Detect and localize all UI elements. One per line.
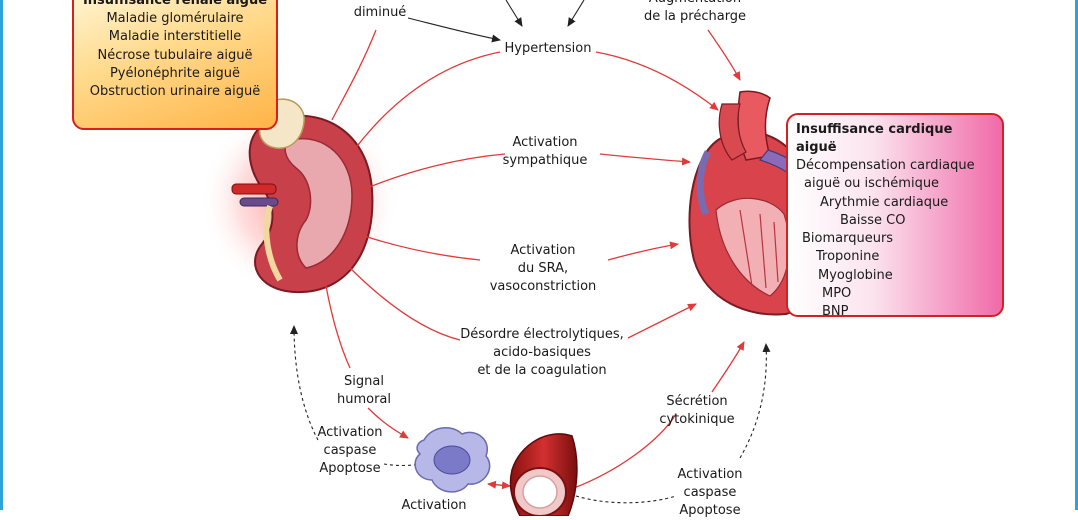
arrow-hypertension-heart <box>595 51 719 111</box>
cardiac-item: Baisse CO <box>840 212 906 228</box>
renal-item: Nécrose tubulaire aiguë <box>97 47 253 63</box>
arrow-kidney-signal <box>325 285 351 369</box>
arrow-sympathique-heart <box>599 153 691 166</box>
label-secretion-line1: Sécrétion <box>666 394 728 409</box>
renal-item: Maladie glomérulaire <box>106 11 244 26</box>
label-caspase-left-line3: Apoptose <box>319 461 381 476</box>
arrow-vessel-secretion <box>573 413 677 489</box>
arrow-kidney-desordre <box>347 265 461 341</box>
renal-item: Obstruction urinaire aiguë <box>89 84 261 100</box>
kidney-cortex <box>284 137 353 269</box>
cardiac-item: Myoglobine <box>818 267 893 283</box>
dashed-arrow-right-up <box>739 343 771 459</box>
blood-vessel <box>509 433 578 516</box>
label-desordre-line1: Désordre électrolytiques, <box>460 327 624 342</box>
label-caspase-left-line2: caspase <box>323 443 377 458</box>
label-sra-line2: du SRA, <box>517 261 569 276</box>
immune-cell <box>414 427 491 493</box>
label-sympathique-line2: sympathique <box>502 153 588 168</box>
dashed-vessel-caspase <box>575 495 677 504</box>
label-augmentation: Augmentation de la précharge <box>630 0 760 26</box>
papillary-muscles <box>739 209 779 289</box>
label-sra-line1: Activation <box>510 243 576 258</box>
dashed-arrow-left-up <box>290 325 319 441</box>
cardiac-failure-box: Insuffisance cardique aiguë Décompensati… <box>786 113 1004 319</box>
label-sympathique-line1: Activation <box>512 135 578 150</box>
label-augmentation-line2: de la précharge <box>643 9 747 24</box>
arrow-precharge-heart <box>707 29 741 81</box>
cardiac-item: Troponine <box>816 249 880 265</box>
arrow-kidney-sra <box>357 233 481 261</box>
arrow-vessel-cell <box>487 480 511 489</box>
label-signal: Signal humoral <box>326 373 402 409</box>
cell-nucleus <box>433 445 471 475</box>
arrow-top-left-hypertension <box>505 0 523 27</box>
label-augmentation-line1: Augmentation <box>630 0 760 8</box>
label-caspase-right-line2: caspase <box>683 485 737 500</box>
ureter <box>263 205 283 282</box>
arrow-secretion-heart <box>711 341 745 393</box>
renal-item: Pyélonéphrite aiguë <box>109 65 241 81</box>
label-desordre-line2: acido-basiques <box>493 345 591 360</box>
arrow-signal-cell <box>367 407 409 439</box>
label-hypertension: Hypertension <box>504 41 592 56</box>
label-secretion: Sécrétion cytokinique <box>652 393 742 429</box>
arrow-kidney-hypertension <box>353 51 501 151</box>
renal-artery <box>231 183 277 195</box>
renal-box-title: Insuffisance rénale aiguë <box>82 0 268 8</box>
label-sra: Activation du SRA, vasoconstriction <box>478 242 608 296</box>
vessel-lumen <box>522 475 558 509</box>
label-caspase-right-line1: Activation <box>677 467 743 482</box>
label-desordre-line3: et de la coagulation <box>477 363 607 378</box>
cardiac-item: BNP <box>822 304 849 320</box>
arrow-sra-heart <box>607 241 679 261</box>
label-caspase-right: Activation caspase Apoptose <box>670 466 750 520</box>
arrow-kidney-sympathique <box>361 153 506 191</box>
label-caspase-right-line3: Apoptose <box>679 503 741 518</box>
superior-vena-cava <box>718 103 747 161</box>
label-activation-bottom: Activation <box>401 498 467 513</box>
label-secretion-line2: cytokinique <box>659 412 735 427</box>
label-signal-line2: humoral <box>336 392 392 407</box>
cardiac-item: Arythmie cardiaque <box>820 194 949 210</box>
label-diminue: diminué <box>353 5 407 20</box>
cardiac-item: MPO <box>822 286 852 302</box>
arrow-diminue-hypertension <box>407 17 501 43</box>
label-sra-line3: vasoconstriction <box>489 279 597 294</box>
label-sympathique: Activation sympathique <box>490 134 600 170</box>
left-atrium <box>696 150 712 216</box>
renal-vein <box>239 197 279 207</box>
arrow-diminue <box>331 29 377 121</box>
label-caspase-left: Activation caspase Apoptose <box>310 424 390 478</box>
cardiac-box-title: Insuffisance cardique aiguë <box>796 122 953 155</box>
label-desordre: Désordre électrolytiques, acido-basiques… <box>452 326 632 380</box>
renal-failure-box: Insuffisance rénale aiguë Maladie glomér… <box>72 0 278 130</box>
cardiac-item: aiguë ou ischémique <box>804 176 940 192</box>
arrow-desordre-heart <box>627 303 697 339</box>
kidney-illustration <box>200 98 400 298</box>
arrow-top-right-hypertension <box>567 0 585 27</box>
cardiac-item: Biomarqueurs <box>802 231 894 247</box>
label-signal-line1: Signal <box>344 374 384 389</box>
label-caspase-left-line1: Activation <box>317 425 383 440</box>
dashed-caspase-left <box>383 463 421 467</box>
renal-item: Maladie interstitielle <box>108 29 242 45</box>
cardiac-item: Décompensation cardiaque <box>796 158 975 173</box>
